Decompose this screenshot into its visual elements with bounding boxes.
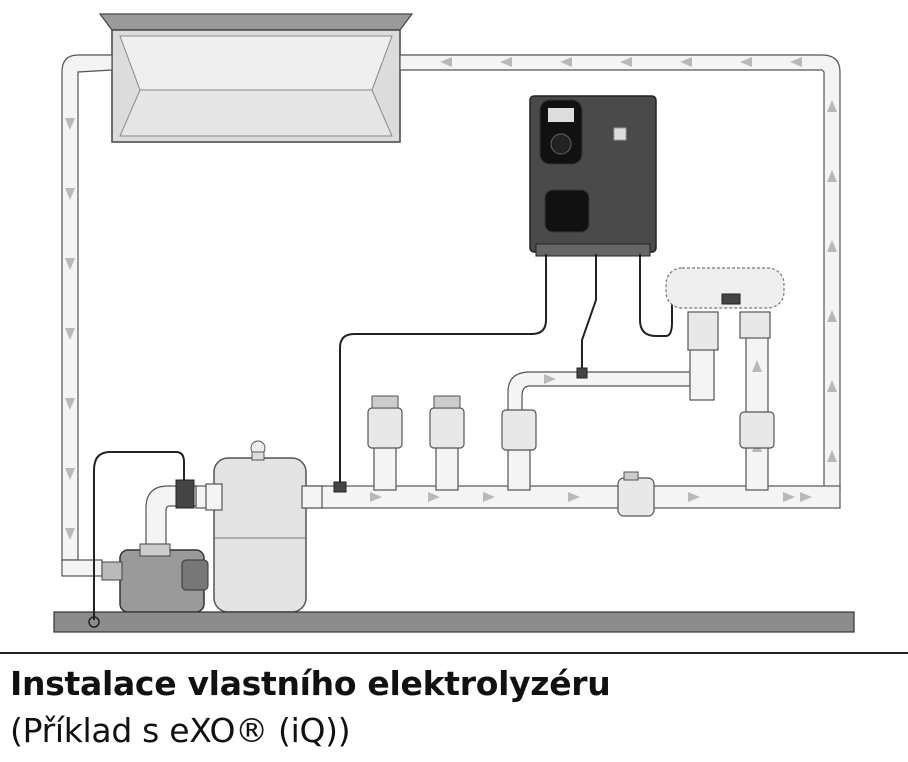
electrolysis-cell — [665, 267, 785, 351]
chlorinator-controller — [529, 95, 657, 257]
cable-flow-sensor — [339, 254, 547, 488]
cable-cell — [639, 254, 673, 337]
pump — [101, 479, 209, 613]
ball-valves — [367, 395, 775, 517]
return-pipe — [61, 54, 841, 577]
earth-cable — [93, 451, 185, 620]
caption-title: Instalace vlastního elektrolyzéru — [10, 664, 611, 703]
ground-slab — [53, 611, 855, 633]
pool-installation-diagram — [53, 13, 855, 633]
flow-sensor — [333, 481, 347, 493]
caption-subtitle: (Příklad s eXO® (iQ)) — [10, 711, 351, 750]
flow-arrows-top — [65, 57, 837, 540]
pool-basin — [98, 13, 414, 143]
pipe-fitting — [205, 483, 223, 511]
probe-sensor — [576, 367, 588, 379]
caption-divider — [0, 652, 908, 654]
cable-probe — [581, 254, 597, 372]
filter-tank — [195, 440, 323, 613]
